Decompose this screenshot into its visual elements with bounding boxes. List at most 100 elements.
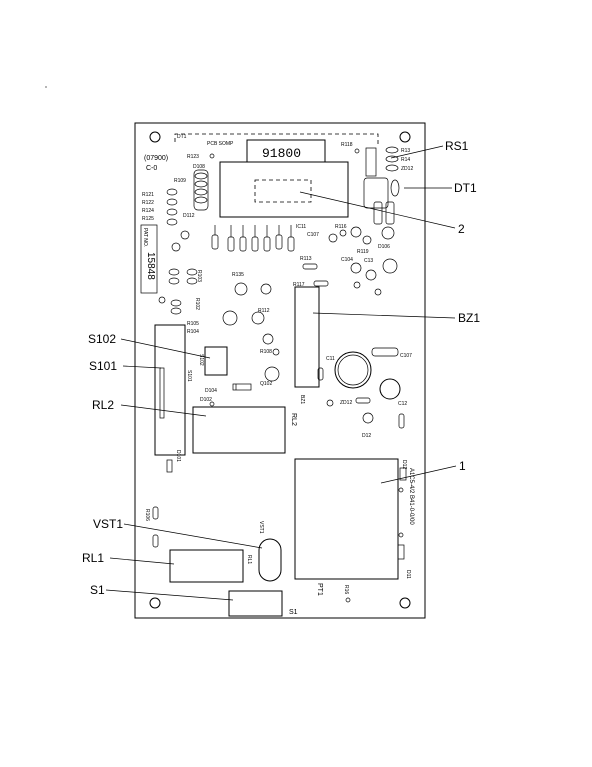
label-q102: Q102	[260, 381, 272, 387]
r-small-right	[398, 413, 405, 429]
rl1-small-label: RL1	[246, 555, 252, 564]
label-r109: R109	[174, 178, 186, 184]
label-c12: C12	[398, 401, 407, 407]
label-r124: R124	[142, 208, 154, 214]
r123-pad	[209, 153, 215, 159]
board-outline	[134, 122, 426, 619]
label-d12: D12	[362, 433, 371, 439]
dt1-tag: DT1	[177, 134, 187, 140]
leader-lines	[105, 145, 457, 601]
r136-body	[260, 283, 272, 295]
right-diode-1	[399, 467, 407, 481]
bz1-label: BZ1	[299, 395, 305, 404]
label-r112: R112	[258, 308, 270, 314]
c11-inner	[337, 354, 369, 386]
label-r119: R119	[357, 249, 369, 255]
s102-small-label: S102	[198, 354, 204, 366]
stray-mark	[45, 86, 47, 88]
d102-pad	[209, 401, 215, 407]
zd12-body	[385, 164, 399, 172]
label-r123: R123	[187, 154, 199, 160]
mounting-hole-bl	[149, 597, 161, 609]
r16-pad	[345, 597, 351, 603]
dt1-right-block	[363, 177, 389, 209]
r108-body	[272, 348, 280, 356]
label-r118: R118	[341, 142, 353, 148]
display-module	[219, 161, 349, 218]
ic11-cluster	[328, 201, 395, 245]
top-left-sub: C-0	[146, 165, 157, 172]
label-d11: D11	[405, 570, 411, 579]
r118-pad	[354, 148, 360, 154]
label-r14: R14	[401, 157, 410, 163]
callout-vst1: VST1	[93, 517, 123, 531]
s101-switch	[154, 324, 186, 456]
callout-bz1: BZ1	[458, 311, 480, 325]
label-r106: R106	[144, 509, 150, 521]
label-c13: C13	[364, 258, 373, 264]
side-code-vertical: A1C5-4/2 B41-0-0/00	[408, 468, 414, 525]
label-c107: C107	[307, 232, 319, 238]
label-r103: R103	[196, 270, 202, 282]
q-body-right-3	[374, 288, 382, 296]
s1-switch	[228, 590, 283, 617]
callout-rl2: RL2	[92, 398, 114, 412]
label-d101: D101	[175, 450, 181, 462]
label-zd12: ZD12	[401, 166, 413, 172]
r14-body	[385, 155, 399, 163]
label-r117: R117	[293, 282, 305, 288]
label-r105: R105	[187, 321, 199, 327]
label-r121: R121	[142, 192, 154, 198]
d12-body	[362, 412, 374, 424]
zd12b-body	[355, 397, 371, 404]
q-body-right-2	[353, 281, 361, 289]
c12-capacitor	[379, 378, 401, 400]
q-mid-2	[251, 311, 265, 325]
r-near-c11	[317, 367, 324, 381]
label-d106: D106	[378, 244, 390, 250]
pt1-transformer	[294, 458, 399, 580]
pcb-label: PCB SOMP	[207, 141, 234, 147]
res-left-1	[166, 188, 178, 196]
label-d102: D102	[200, 397, 212, 403]
label-zd12b: ZD12	[340, 400, 352, 406]
display-window	[254, 179, 312, 203]
c104-body	[350, 262, 362, 274]
top-left-code: (07900)	[144, 155, 168, 162]
bz1-strip	[294, 286, 320, 388]
s101-small-label: S101	[186, 370, 192, 382]
d108-coil-2	[194, 180, 208, 188]
rl2-relay	[192, 406, 286, 454]
d108-coil-4	[194, 196, 208, 204]
callout-dt1: DT1	[454, 181, 477, 195]
right-diode-2	[397, 544, 405, 560]
callout-2: 2	[458, 222, 465, 236]
res-left-3	[166, 208, 178, 216]
label-r122: R122	[142, 200, 154, 206]
pt1-small-label: PT1	[316, 583, 323, 596]
res-left-2	[166, 198, 178, 206]
rs1-body	[365, 147, 377, 177]
label-c11: C11	[326, 356, 335, 362]
mounting-hole-tl	[149, 131, 161, 143]
callout-1: 1	[459, 459, 466, 473]
callout-rs1: RS1	[445, 139, 469, 153]
mounting-hole-tr	[399, 131, 411, 143]
callout-s1: S1	[90, 583, 105, 597]
label-ic11: IC11	[296, 224, 306, 230]
label-r125: R125	[142, 216, 154, 222]
mounting-hole-br	[399, 597, 411, 609]
left-cap-column	[158, 230, 198, 315]
label-r116: R116	[335, 224, 347, 230]
right-pad-1	[398, 487, 404, 493]
label-c107-right: C107	[400, 353, 412, 359]
rl1-relay	[169, 549, 244, 583]
rl2-small-label: RL2	[290, 413, 297, 426]
d101-body	[166, 459, 173, 473]
label-d112: D112	[183, 213, 195, 219]
d108-body	[193, 169, 209, 211]
part-number: 91800	[262, 146, 301, 161]
c11-capacitor	[334, 351, 372, 389]
callout-s101: S101	[89, 359, 117, 373]
